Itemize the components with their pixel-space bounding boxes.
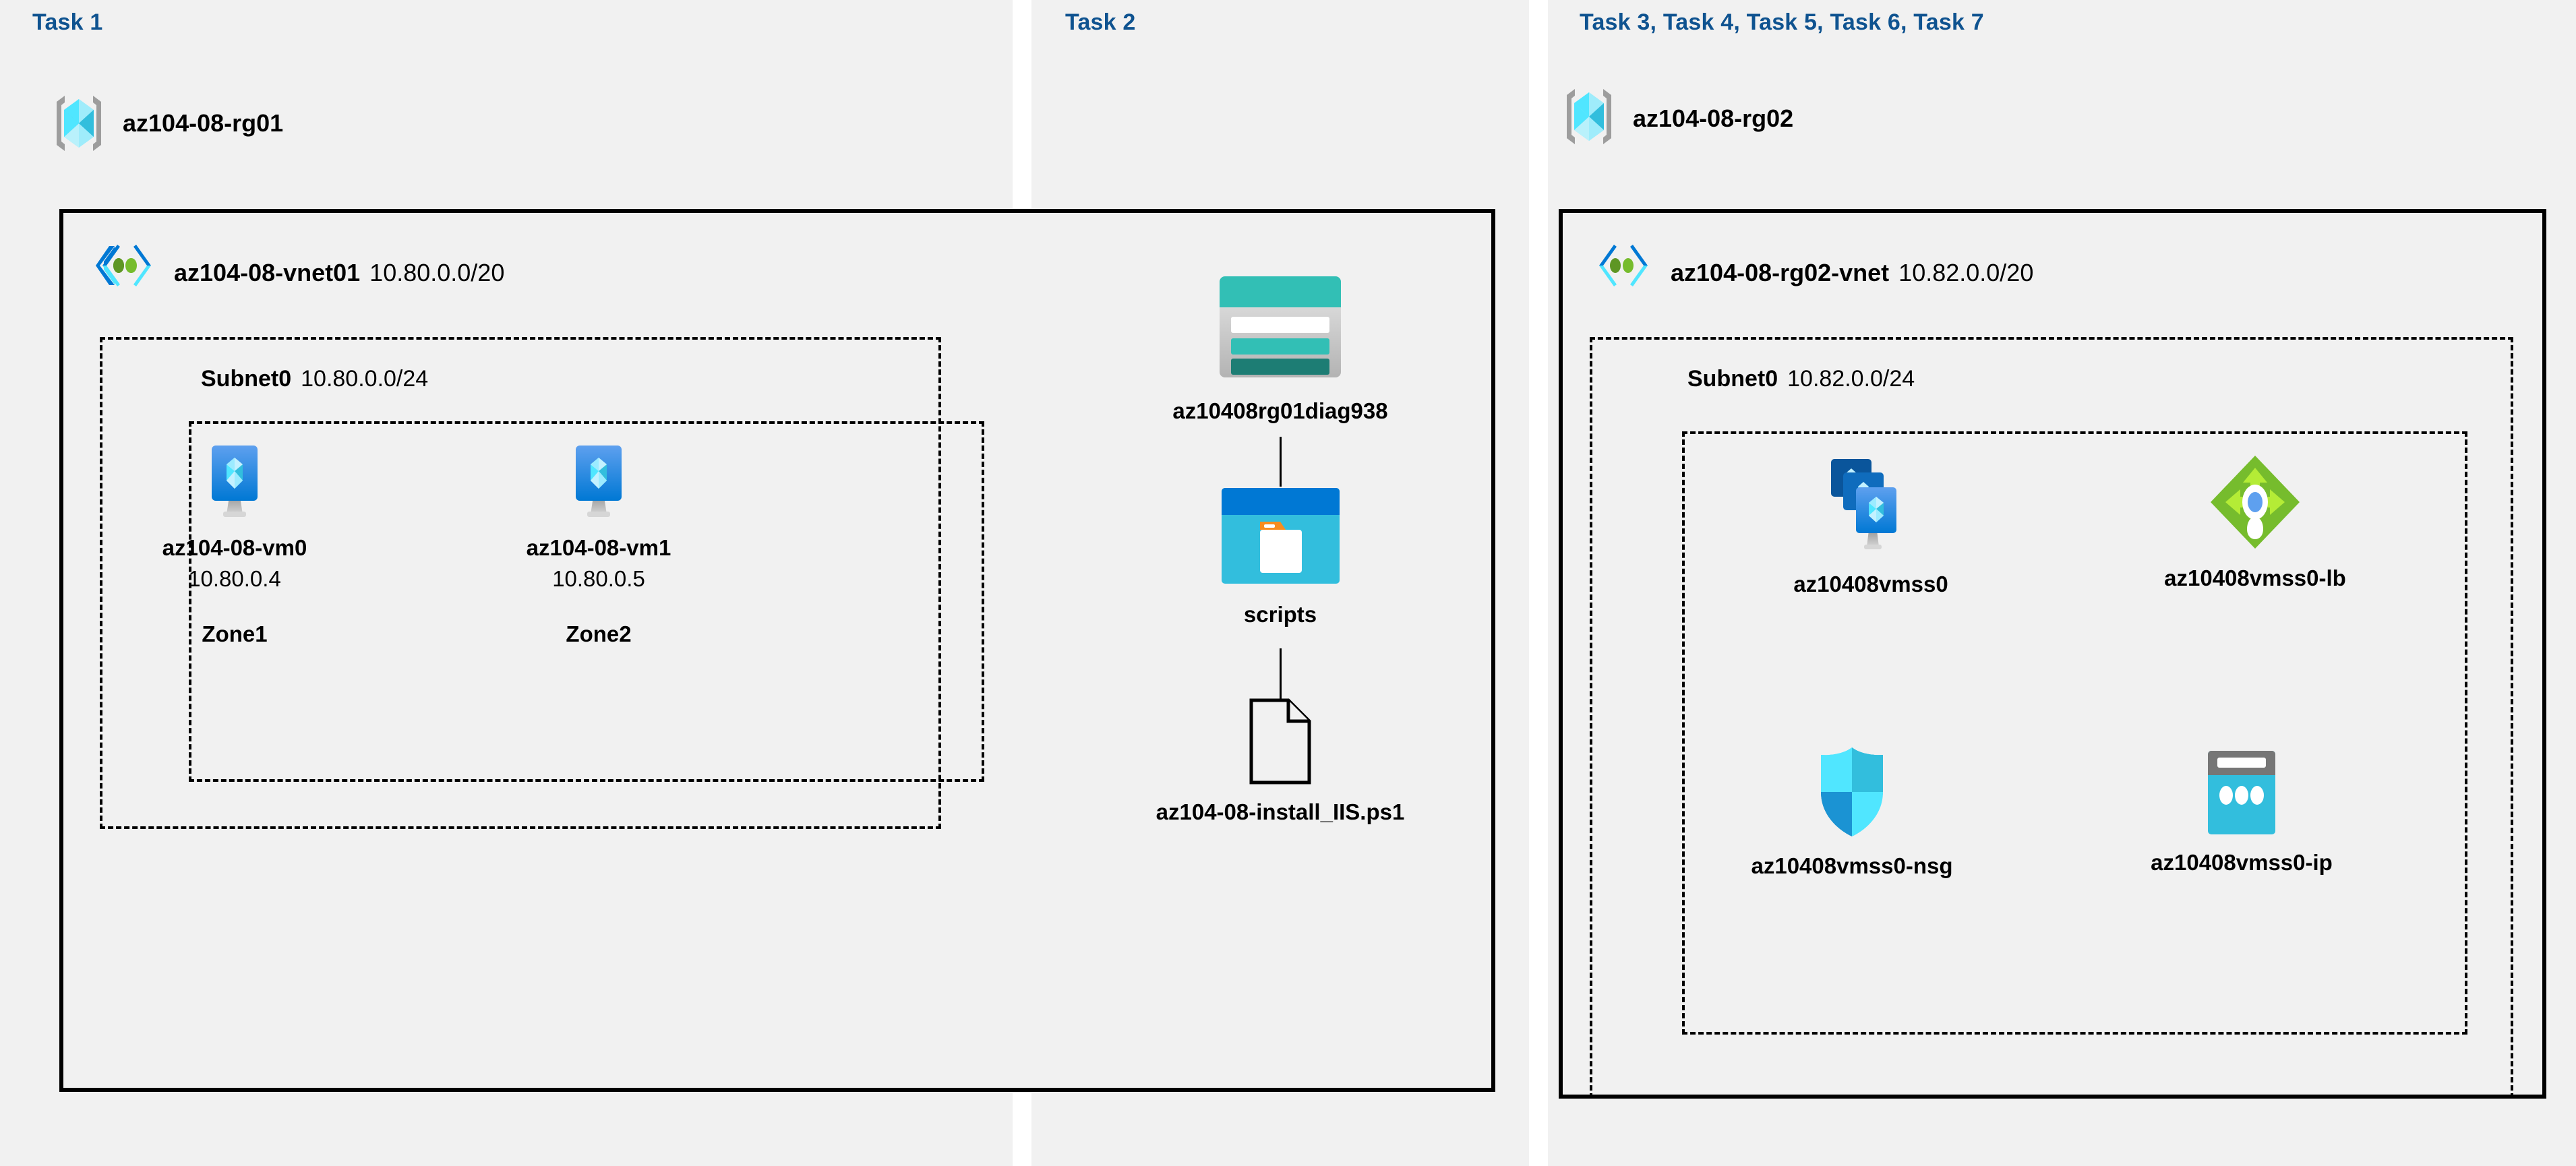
subnet-cidr: 10.80.0.0/24 bbox=[301, 366, 429, 392]
vnet-cidr: 10.82.0.0/20 bbox=[1898, 258, 2034, 286]
resource-group-name: az104-08-rg02 bbox=[1633, 104, 1794, 132]
vm-scale-set-node[interactable]: az10408vmss0 bbox=[1726, 455, 2016, 597]
resource-group-icon bbox=[53, 93, 105, 154]
vnet-header-az104-08-vnet01: az104-08-vnet01 10.80.0.0/20 bbox=[94, 243, 504, 303]
resource-group-header-rg02: az104-08-rg02 bbox=[1563, 86, 1793, 150]
subnet-name: Subnet0 bbox=[1687, 366, 1778, 392]
vm-ip: 10.80.0.4 bbox=[188, 566, 281, 591]
script-file-node[interactable]: az104-08-install_IIS.ps1 bbox=[1098, 698, 1462, 825]
vm-ip: 10.80.0.5 bbox=[552, 566, 645, 591]
storage-account-name: az10408rg01diag938 bbox=[1172, 398, 1388, 423]
script-file-name: az104-08-install_IIS.ps1 bbox=[1156, 799, 1405, 824]
vm-node-1[interactable]: az104-08-vm1 10.80.0.5 Zone2 bbox=[464, 441, 733, 647]
connector-scripts-to-file bbox=[1280, 648, 1282, 699]
vnet-header-az104-08-rg02-vnet: az104-08-rg02-vnet 10.82.0.0/20 bbox=[1591, 243, 2033, 303]
connector-storage-to-scripts bbox=[1280, 437, 1282, 487]
resource-group-header-rg01: az104-08-rg01 bbox=[53, 93, 283, 154]
subnet-label-task3: Subnet0 10.82.0.0/24 bbox=[1687, 366, 1915, 392]
load-balancer-name: az10408vmss0-lb bbox=[2164, 565, 2346, 590]
resource-group-name: az104-08-rg01 bbox=[123, 109, 284, 137]
load-balancer-icon bbox=[2208, 453, 2302, 555]
subnet-name: Subnet0 bbox=[201, 366, 292, 392]
network-security-group-node[interactable]: az10408vmss0-nsg bbox=[1707, 745, 1997, 879]
vm-name: az104-08-vm1 bbox=[526, 535, 671, 560]
network-security-group-icon bbox=[1812, 745, 1892, 842]
load-balancer-node[interactable]: az10408vmss0-lb bbox=[2110, 453, 2400, 591]
network-security-group-name: az10408vmss0-nsg bbox=[1751, 853, 1953, 878]
task1-label: Task 1 bbox=[32, 9, 103, 35]
virtual-machine-icon bbox=[565, 441, 632, 524]
vm-scale-set-name: az10408vmss0 bbox=[1793, 572, 1948, 596]
file-icon bbox=[1247, 698, 1314, 789]
vnet-name: az104-08-rg02-vnet bbox=[1671, 258, 1890, 286]
vnet-name: az104-08-vnet01 bbox=[174, 258, 361, 286]
public-ip-address-node[interactable]: az10408vmss0-ip bbox=[2097, 748, 2387, 876]
resource-group-icon bbox=[1563, 86, 1615, 150]
subnet-box-task3 bbox=[1590, 337, 2513, 1099]
public-ip-address-icon bbox=[2204, 748, 2279, 839]
virtual-machine-icon bbox=[201, 441, 268, 524]
subnet-cidr: 10.82.0.0/24 bbox=[1787, 366, 1915, 392]
vm-zone: Zone1 bbox=[202, 621, 268, 646]
vm-scale-set-icon bbox=[1827, 455, 1915, 561]
virtual-network-icon bbox=[94, 243, 159, 303]
vm-name: az104-08-vm0 bbox=[162, 535, 307, 560]
resource-group-inner-box bbox=[1682, 431, 2467, 1035]
availability-zone-group-box bbox=[189, 421, 984, 782]
blob-container-node[interactable]: scripts bbox=[1152, 485, 1408, 627]
task2-label: Task 2 bbox=[1065, 9, 1136, 35]
storage-account-icon bbox=[1216, 268, 1344, 388]
blob-container-name: scripts bbox=[1243, 602, 1317, 627]
virtual-network-icon bbox=[1591, 243, 1656, 303]
subnet-label-task1: Subnet0 10.80.0.0/24 bbox=[201, 366, 428, 392]
storage-account-node[interactable]: az10408rg01diag938 bbox=[1098, 268, 1462, 424]
public-ip-address-name: az10408vmss0-ip bbox=[2151, 850, 2333, 875]
vm-node-0[interactable]: az104-08-vm0 10.80.0.4 Zone1 bbox=[100, 441, 369, 647]
blob-container-icon bbox=[1218, 485, 1343, 591]
vnet-cidr: 10.80.0.0/20 bbox=[369, 258, 505, 286]
vm-zone: Zone2 bbox=[566, 621, 632, 646]
task3-label: Task 3, Task 4, Task 5, Task 6, Task 7 bbox=[1580, 9, 1984, 35]
vnet-box-az104-08-rg02-vnet bbox=[1559, 209, 2546, 1099]
subnet-box-task1 bbox=[100, 337, 941, 829]
